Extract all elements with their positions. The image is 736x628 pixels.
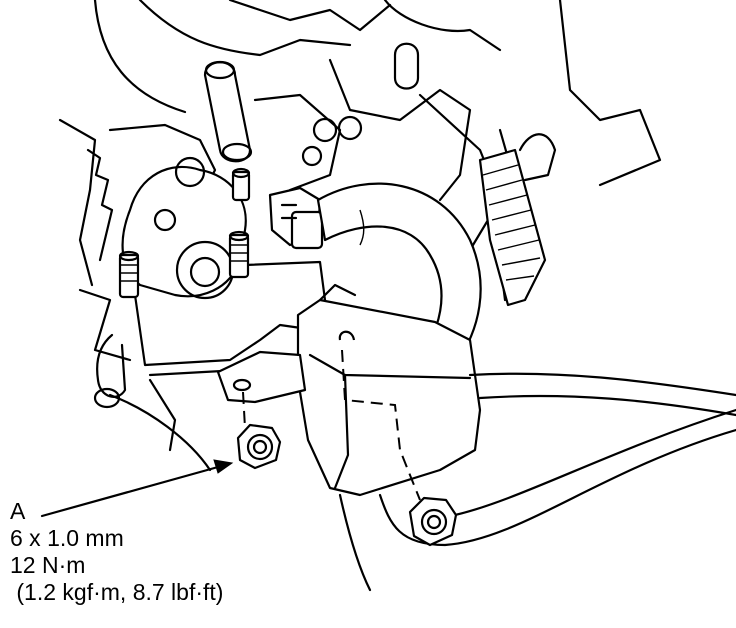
stud-top bbox=[231, 167, 251, 202]
hose-connector bbox=[268, 186, 324, 250]
torque-alt-units: (1.2 kgf·m, 8.7 lbf·ft) bbox=[10, 579, 224, 605]
dowel-pin bbox=[203, 60, 253, 163]
callout-arrow bbox=[40, 459, 234, 518]
mount-block bbox=[296, 283, 482, 501]
callout-letter: A bbox=[10, 498, 26, 524]
lower-frame bbox=[108, 372, 736, 592]
bolt-lower bbox=[408, 496, 458, 547]
bolt-size: 6 x 1.0 mm bbox=[10, 525, 124, 551]
torque-value: 12 N·m bbox=[10, 552, 86, 578]
torque-callout: A 6 x 1.0 mm 12 N·m (1.2 kgf·m, 8.7 lbf·… bbox=[10, 498, 223, 606]
bolt-a bbox=[236, 423, 282, 470]
wire-harness bbox=[478, 133, 557, 307]
bracket-tab bbox=[216, 350, 307, 429]
stud-right bbox=[228, 230, 250, 279]
mount-bracket bbox=[121, 156, 327, 397]
stud-left bbox=[118, 250, 140, 299]
